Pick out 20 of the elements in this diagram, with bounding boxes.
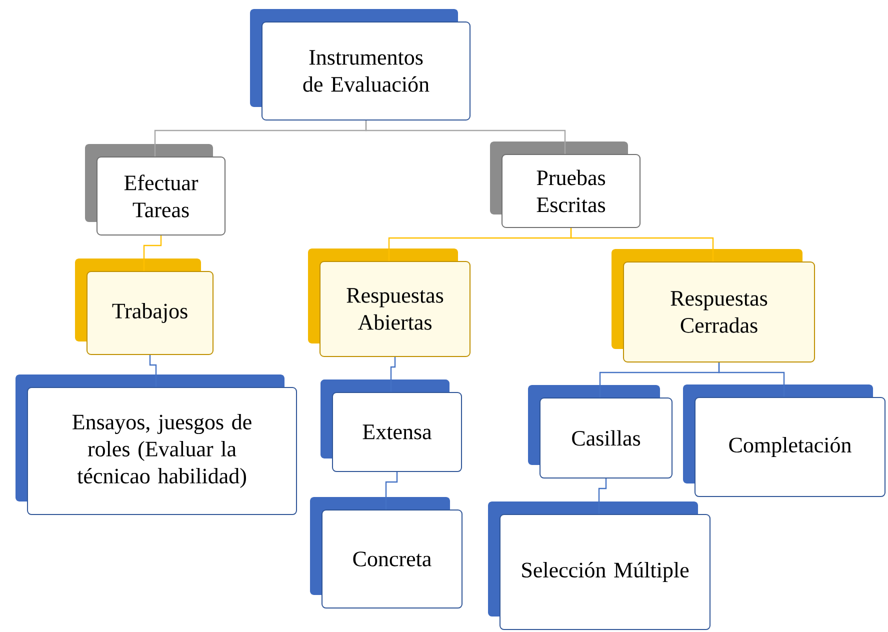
connector-line [390, 357, 396, 392]
concept-box: Respuestas Abiertas [308, 248, 470, 357]
connector-line [365, 120, 566, 154]
connector-line [149, 355, 157, 387]
connector-line [718, 362, 785, 397]
concept-box: Concreta [310, 497, 462, 608]
concept-box: Casillas [528, 385, 672, 478]
concept-box: Respuestas Cerradas [612, 249, 815, 362]
concept-box: Pruebas Escritas [490, 142, 640, 228]
concept-box: Efectuar Tareas [85, 144, 226, 236]
connector-line [385, 472, 398, 510]
connector-line [570, 228, 714, 262]
concept-box: Completación [683, 384, 886, 497]
connector-line [143, 236, 162, 271]
concept-box: Selección Múltiple [488, 502, 710, 630]
concept-box: Trabajos [75, 258, 214, 355]
concept-box: Extensa [320, 380, 462, 472]
concept-box: Ensayos, juesgos de roles (Evaluar la técnicao habilidad) [16, 374, 297, 515]
connector-line [598, 478, 607, 514]
concept-box: Instrumentos de Evaluación [250, 9, 470, 120]
